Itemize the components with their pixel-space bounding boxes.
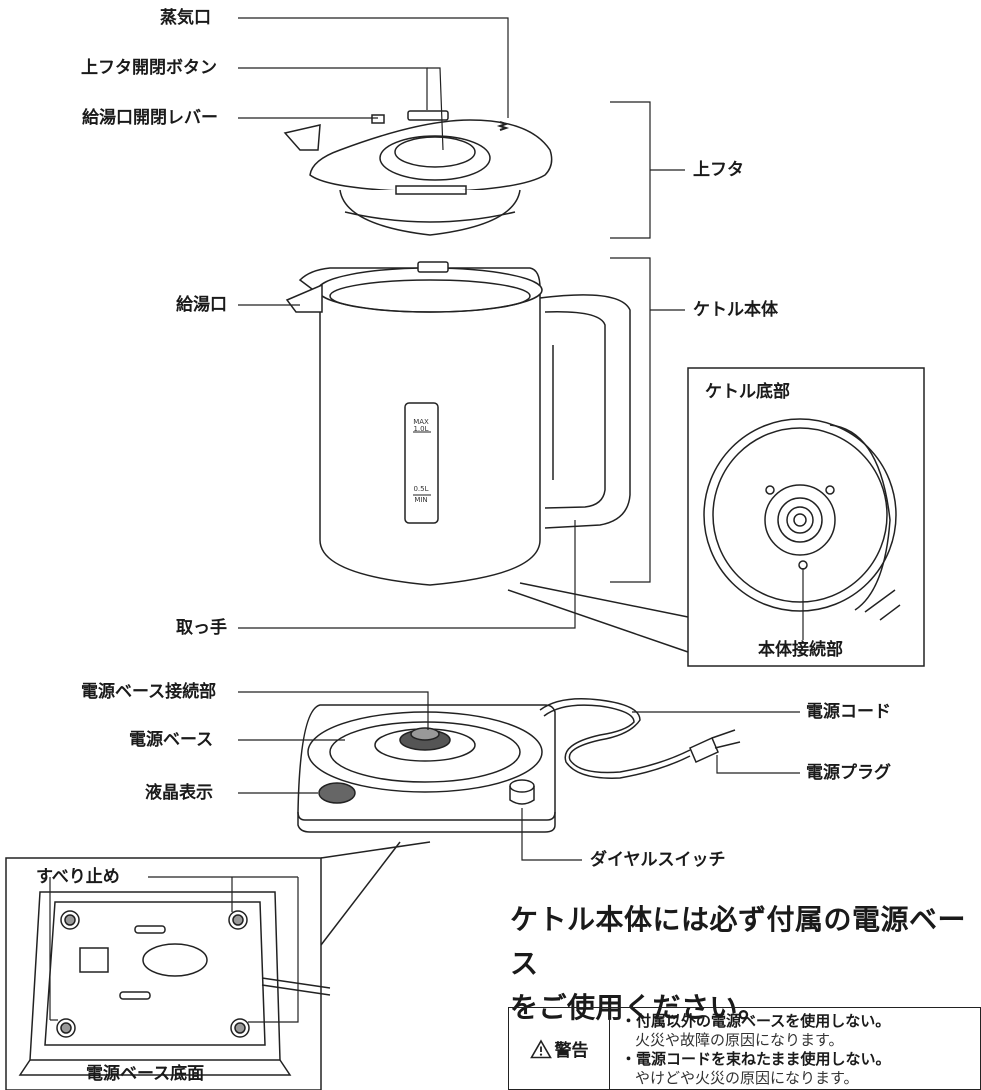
warning-item-1-detail: 火災や故障の原因になります。 xyxy=(635,1031,844,1049)
warning-item-2-detail: やけどや火災の原因になります。 xyxy=(635,1069,859,1087)
warning-triangle-icon xyxy=(529,1038,552,1058)
warning-item-2-head: ・電源コードを束ねたまま使用しない。 xyxy=(621,1050,891,1068)
label-lid-button: 上フタ開閉ボタン xyxy=(81,58,217,78)
lid-drawing xyxy=(283,110,553,236)
label-base-connector: 電源ベース接続部 xyxy=(81,682,217,702)
warning-box: 警告 ・付属以外の電源ベースを使用しない。 火災や故障の原因になります。 ・電源… xyxy=(508,1007,981,1090)
label-power-plug: 電源プラグ xyxy=(806,763,891,783)
gauge-max-val: 1.0L xyxy=(413,425,428,433)
leader-lines xyxy=(49,17,804,1023)
warning-item-1-head: ・付属以外の電源ベースを使用しない。 xyxy=(621,1012,891,1030)
kettle-bottom-inset xyxy=(507,367,925,667)
label-spout: 給湯口 xyxy=(176,295,227,315)
warning-title: 警告 xyxy=(554,1041,589,1061)
label-base-bottom: 電源ベース底面 xyxy=(86,1064,205,1084)
gauge-min-val: 0.5L xyxy=(413,485,428,493)
base-bottom-inset xyxy=(5,841,431,1090)
label-steam-vent: 蒸気口 xyxy=(160,8,211,28)
gauge-max: MAX xyxy=(413,418,429,426)
label-power-base: 電源ベース xyxy=(129,730,214,750)
warning-items: ・付属以外の電源ベースを使用しない。 火災や故障の原因になります。 ・電源コード… xyxy=(621,1012,980,1088)
kettle-body-drawing xyxy=(285,261,631,586)
label-dial-switch: ダイヤルスイッチ xyxy=(590,850,726,870)
label-kettle-bottom: ケトル底部 xyxy=(705,382,790,402)
label-handle: 取っ手 xyxy=(176,618,227,638)
label-power-cord: 電源コード xyxy=(806,702,891,722)
gauge-min: MIN xyxy=(414,496,427,504)
label-lid: 上フタ xyxy=(693,160,744,180)
warning-title-cell: 警告 xyxy=(509,1008,610,1089)
label-kettle-body: ケトル本体 xyxy=(693,300,778,320)
label-lcd: 液晶表示 xyxy=(145,783,213,803)
label-spout-lever: 給湯口開閉レバー xyxy=(82,108,218,128)
gauge-text: MAX 1.0L 0.5L MIN xyxy=(413,418,429,504)
label-body-connector: 本体接続部 xyxy=(758,640,843,660)
usage-heading-line1: ケトル本体には必ず付属の電源ベース xyxy=(510,903,967,980)
power-base-drawing xyxy=(297,698,741,833)
label-non-slip: すべり止め xyxy=(36,867,120,887)
